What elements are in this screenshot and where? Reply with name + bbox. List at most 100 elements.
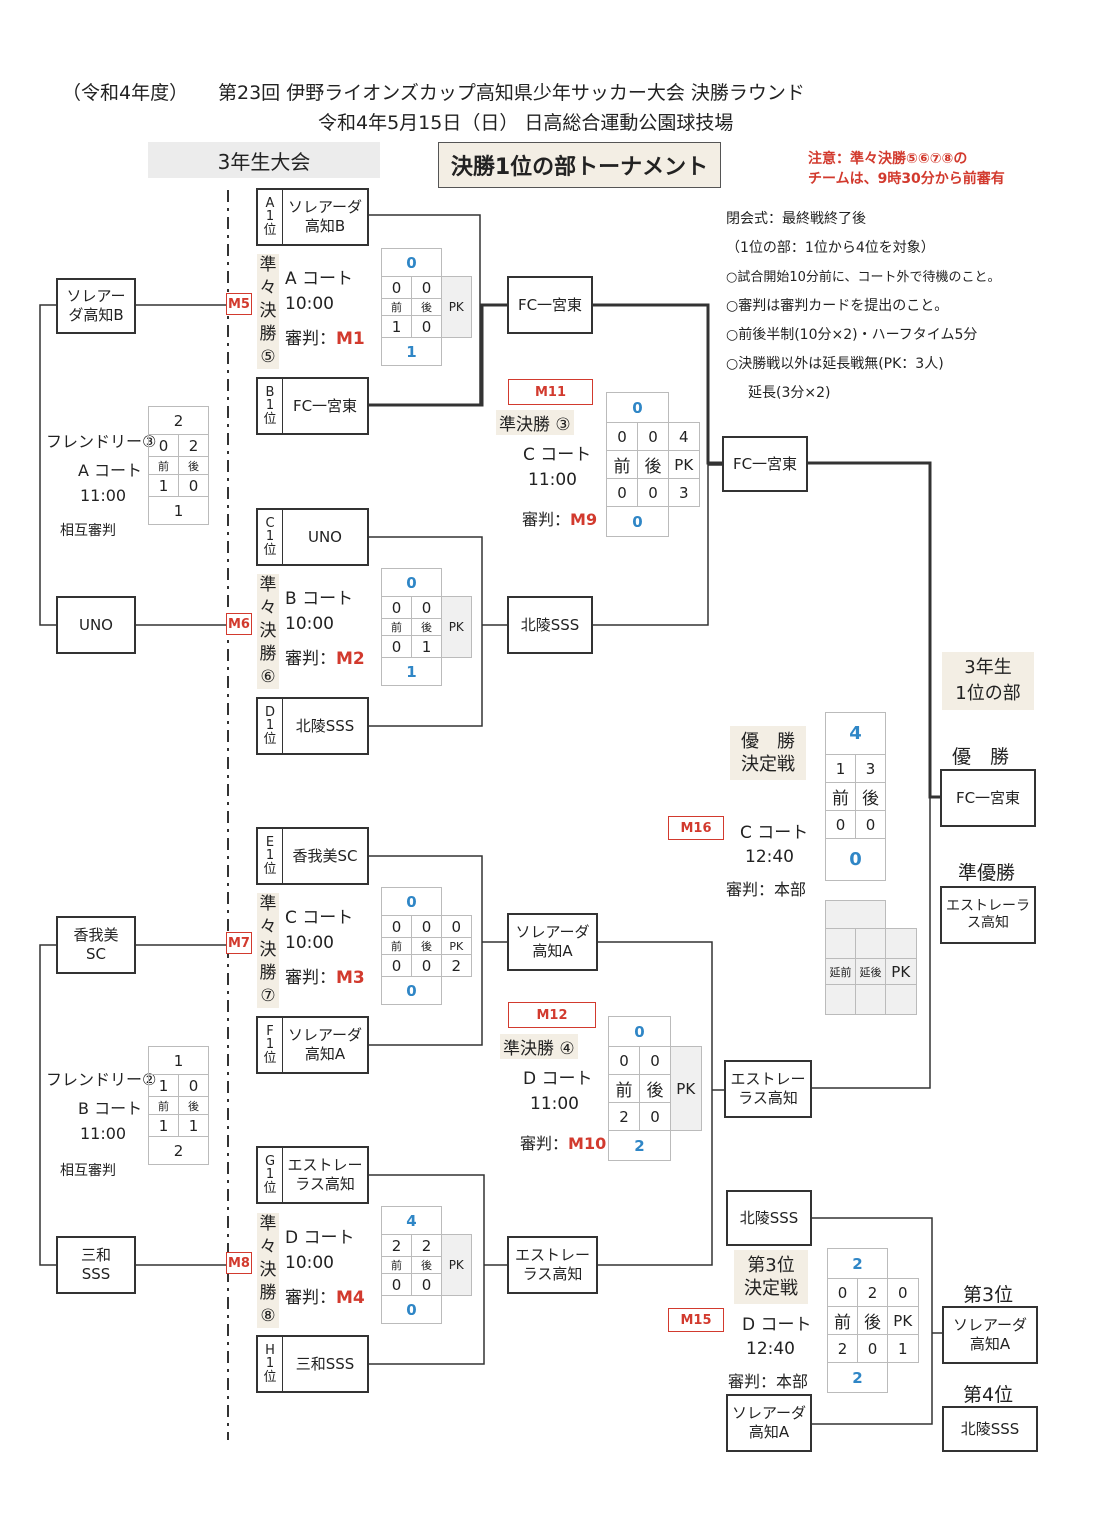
sf-referee: M9 <box>570 510 598 529</box>
score-half: 0 <box>411 596 442 619</box>
score-pk: 0 <box>887 1278 919 1307</box>
half-label: 前 <box>825 782 856 811</box>
seed-team: ソレアーダ 高知A <box>287 1026 363 1063</box>
pk-label: PK <box>670 1046 702 1131</box>
notice-line1: 注意：準々決勝⑤⑥⑦⑧の <box>808 151 968 167</box>
score-half: 2 <box>608 1102 640 1131</box>
header-date-venue: 令和4年5月15日（日） 日高総合運動公園球技場 <box>318 112 734 134</box>
seed-label: D 1 位 <box>258 699 283 753</box>
score-half: 0 <box>411 315 442 338</box>
results-division: 3年生 1位の部 <box>942 652 1034 710</box>
match-tag: M15 <box>668 1308 724 1332</box>
half-label: 後 <box>639 1074 671 1103</box>
score-half: 0 <box>381 1273 412 1296</box>
match-tag: M12 <box>508 1002 596 1028</box>
score-pk: 3 <box>668 478 700 507</box>
half-label: 後 <box>411 1256 442 1274</box>
score-half: 2 <box>827 1334 858 1363</box>
qf-court: C コート <box>285 908 354 928</box>
third-place-box: ソレアーダ 高知A <box>942 1306 1038 1364</box>
score-half: 1 <box>381 315 412 338</box>
sf-ref-label: 審判： <box>522 510 571 529</box>
pk-label: PK <box>441 937 472 955</box>
qf-stage-label: 準 々 決 勝 ⑤ <box>257 254 279 369</box>
seed-team: 香我美SC <box>292 846 358 865</box>
score-half: 1 <box>148 1074 179 1097</box>
score-total: 0 <box>606 506 669 537</box>
info-line-2: （1位の部：1位から4位を対象） <box>726 240 935 256</box>
score-pk: 1 <box>887 1334 919 1363</box>
notice-line2: チームは、9時30分から前審有 <box>808 171 1005 187</box>
score-half: 1 <box>178 1114 209 1137</box>
score-total: 0 <box>381 887 442 916</box>
seed-team: 三和SSS <box>295 1354 355 1373</box>
score-half: 3 <box>855 754 886 783</box>
score-half: 0 <box>606 422 638 451</box>
sf-stage-label: 準決勝 ④ <box>500 1034 578 1059</box>
qf-referee: M1 <box>336 329 365 349</box>
sf-court: C コート <box>523 445 592 465</box>
half-label: 後 <box>411 618 442 636</box>
score-total: 2 <box>827 1248 888 1279</box>
qf-winner-box: エストレー ラス高知 <box>507 1236 598 1294</box>
champion-label: 優 勝 <box>952 746 1010 768</box>
seed-team: FC一宮東 <box>292 396 358 415</box>
score-total: 0 <box>381 976 442 1005</box>
score-half: 0 <box>381 915 412 938</box>
header-title: 第23回 伊野ライオンズカップ高知県少年サッカー大会 決勝ラウンド <box>218 82 805 104</box>
match-tag: M11 <box>508 379 593 405</box>
score-half: 0 <box>639 1046 671 1075</box>
qf-court: A コート <box>285 269 354 289</box>
score-half: 0 <box>827 1278 858 1307</box>
friendly-time: 11:00 <box>80 486 127 505</box>
third-referee: 審判：本部 <box>728 1372 809 1391</box>
info-line-3: ○試合開始10分前に、コート外で待機のこと。 <box>726 270 1001 285</box>
qf-stage-label: 準 々 決 勝 ⑧ <box>257 1213 279 1328</box>
qf-time: 10:00 <box>285 294 334 314</box>
score-half: 1 <box>148 1114 179 1137</box>
info-line-5: ○前後半制(10分×2)・ハーフタイム5分 <box>726 327 978 343</box>
score-half: 1 <box>411 635 442 658</box>
seed-box: E 1 位香我美SC <box>256 827 369 885</box>
score-half: 2 <box>857 1278 888 1307</box>
left-team-box: 三和 SSS <box>56 1236 136 1294</box>
score-total: 0 <box>381 1295 442 1324</box>
score-total: 4 <box>381 1206 442 1235</box>
bracket-title: 決勝1位の部トーナメント <box>438 142 721 188</box>
score-total: 2 <box>148 406 209 435</box>
half-label: 後 <box>857 1306 888 1335</box>
final-court: C コート <box>740 823 809 843</box>
third-court: D コート <box>742 1315 812 1335</box>
score-total: 0 <box>381 568 442 597</box>
score-half: 0 <box>639 1102 671 1131</box>
sf-winner-box: FC一宮東 <box>722 436 808 492</box>
qf-stage-label: 準 々 決 勝 ⑦ <box>257 893 279 1008</box>
header-year: （令和4年度） <box>62 82 189 104</box>
qf-winner-box: 北陵SSS <box>507 596 593 654</box>
score-total: 1 <box>381 657 442 686</box>
friendly-title: フレンドリー② <box>46 1070 157 1089</box>
seed-box: H 1 位三和SSS <box>256 1335 369 1393</box>
half-label: 後 <box>411 298 442 316</box>
half-label: 後 <box>855 782 886 811</box>
score-half: 0 <box>381 635 412 658</box>
score-half: 2 <box>411 1234 442 1257</box>
score-half: 0 <box>381 596 412 619</box>
score-half: 0 <box>411 1273 442 1296</box>
seed-label: G 1 位 <box>258 1148 283 1202</box>
half-label: 前 <box>827 1306 858 1335</box>
pk-label: PK <box>441 276 472 338</box>
score-half: 0 <box>825 810 856 839</box>
friendly-time: 11:00 <box>80 1124 127 1143</box>
